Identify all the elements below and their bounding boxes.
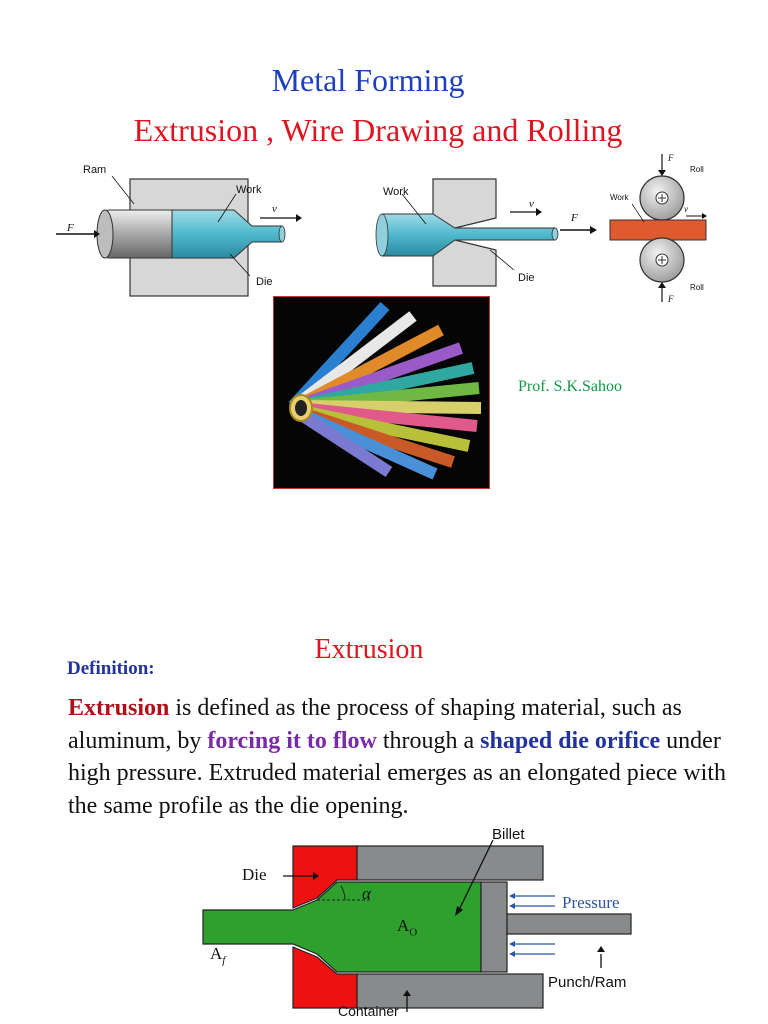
label-velocity-drawing: v	[529, 198, 534, 210]
definition-label: Definition:	[67, 658, 155, 679]
definition-part-3: under high pressure. Extruded material e…	[68, 727, 726, 819]
die-bottom	[292, 946, 358, 1009]
label-punch-ram: Punch/Ram	[548, 974, 627, 991]
page-title: Metal Forming	[271, 62, 465, 98]
wire-drawing-schematic	[375, 178, 597, 287]
label-die-extrusion: Die	[256, 276, 273, 288]
label-area-initial: AO	[397, 916, 417, 938]
section-title: Extrusion	[314, 634, 424, 665]
punch-head	[480, 881, 508, 973]
ram	[104, 209, 176, 259]
label-container: Container	[338, 1003, 399, 1019]
forming-processes-figure	[56, 154, 707, 302]
rolled-strip	[609, 219, 707, 241]
label-force-roll-top: F	[668, 153, 674, 163]
definition-part-2: through a	[376, 727, 481, 754]
die-top	[292, 845, 358, 909]
label-billet: Billet	[492, 826, 525, 843]
definition-text: Extrusion is defined as the process of s…	[68, 692, 728, 822]
label-work-drawing: Work	[383, 186, 409, 198]
label-alpha: α	[362, 884, 371, 903]
definition-emphasis-1: forcing it to flow	[207, 727, 377, 754]
label-die-drawing: Die	[518, 272, 535, 284]
area-final-subscript: f	[222, 954, 226, 967]
punch-rod	[506, 913, 632, 935]
label-velocity-extrusion: v	[272, 203, 277, 215]
area-final-symbol: A	[210, 944, 223, 963]
rolling-schematic	[609, 154, 707, 302]
definition-term: Extrusion	[68, 695, 170, 721]
label-force-roll-bottom: F	[668, 294, 674, 304]
label-force-drawing: F	[571, 212, 578, 224]
label-force-extrusion: F	[67, 222, 74, 234]
label-die: Die	[242, 865, 267, 884]
label-velocity-rolling: v	[684, 204, 688, 214]
extrusion-schematic	[56, 175, 302, 297]
extrusion-diagram	[202, 839, 632, 1012]
definition-part-1: is defined as the process of shaping mat…	[68, 695, 682, 754]
area-initial-symbol: A	[397, 916, 410, 935]
work-billet	[171, 209, 283, 259]
extruded-profiles-photo	[273, 296, 490, 489]
billet	[202, 881, 482, 973]
label-roll-bottom: Roll	[690, 283, 704, 292]
label-work-extrusion: Work	[236, 184, 262, 196]
label-work-rolling: Work	[610, 193, 629, 202]
page-subtitle: Extrusion , Wire Drawing and Rolling	[133, 112, 623, 148]
area-initial-subscript: O	[409, 926, 418, 939]
label-ram: Ram	[83, 164, 107, 176]
label-area-final: Af	[210, 944, 225, 966]
label-pressure: Pressure	[562, 893, 620, 912]
label-roll-top: Roll	[690, 165, 704, 174]
author-credit: Prof. S.K.Sahoo	[518, 378, 623, 395]
container-top	[356, 845, 544, 881]
definition-emphasis-2: shaped die orifice	[480, 727, 661, 754]
